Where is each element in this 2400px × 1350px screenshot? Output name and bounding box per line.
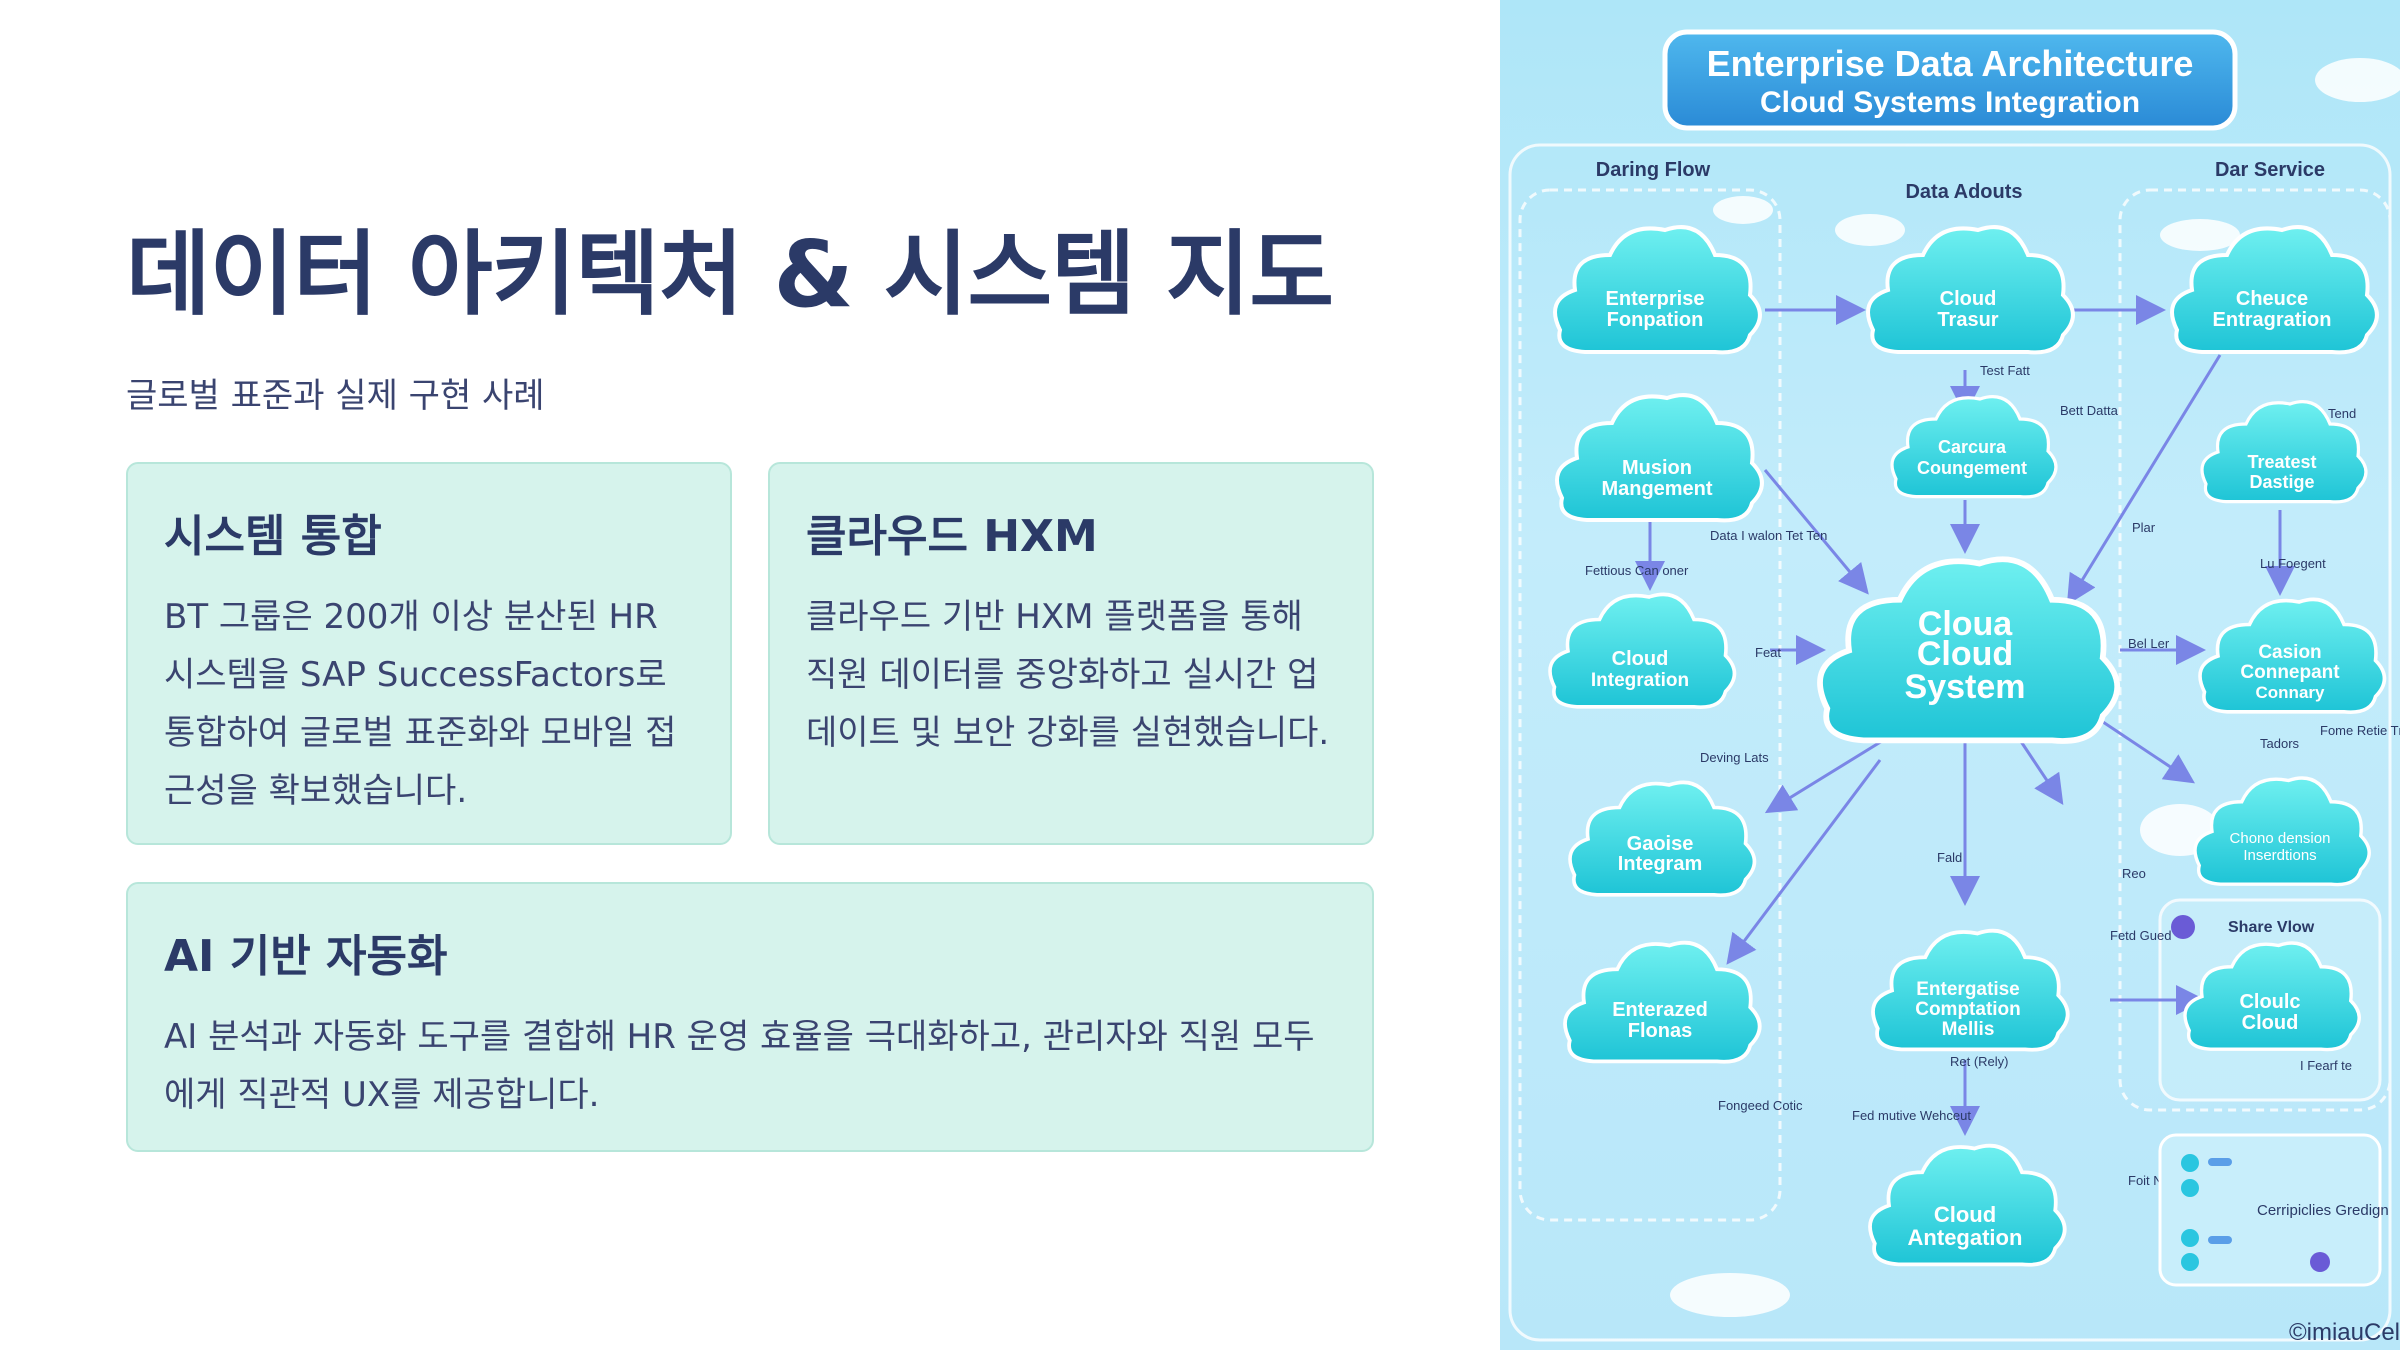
center-node-cloud-system: Cloua Cloud System [1820,559,2117,741]
diagram-node: Cloud Integration [1548,592,1737,709]
svg-text:Bett Datta: Bett Datta [2060,403,2119,418]
background-clouds [1670,58,2400,1317]
svg-text:Chono dension: Chono dension [2230,830,2331,847]
svg-text:Coungement: Coungement [1917,458,2027,478]
svg-text:Comptation: Comptation [1915,999,2021,1020]
connection-arrows [1635,295,2295,1136]
card-system-integration: 시스템 통합 BT 그룹은 200개 이상 분산된 HR 시스템을 SAP Su… [126,462,732,845]
svg-text:Inserdtions: Inserdtions [2243,847,2316,864]
svg-text:Cloud: Cloud [1917,635,2013,673]
svg-text:Entragration: Entragration [2213,309,2332,331]
svg-text:Dastige: Dastige [2249,472,2314,492]
card-heading: AI 기반 자동화 [164,931,448,982]
svg-text:Casion: Casion [2258,642,2321,663]
banner-subtitle: Cloud Systems Integration [1760,86,2140,119]
architecture-diagram-image: Enterprise Data Architecture Cloud Syste… [1500,0,2400,1350]
legend-panel: Cerripiclies Gredign [2158,1133,2389,1287]
svg-text:Data I walon Tet Ten: Data I walon Tet Ten [1710,528,1827,543]
svg-text:Feat: Feat [1755,645,1781,660]
svg-text:Bel Ler: Bel Ler [2128,636,2170,651]
svg-text:Enterprise: Enterprise [1606,288,1705,310]
svg-text:Enterazed: Enterazed [1612,999,1708,1021]
svg-text:Cloud: Cloud [1934,1202,1996,1227]
card-heading: 시스템 통합 [164,511,382,562]
card-cloud-hxm: 클라우드 HXM 클라우드 기반 HXM 플랫폼을 통해 직원 데이터를 중앙화… [768,462,1374,845]
watermark: ©imiauCel [2289,1319,2400,1346]
svg-text:Integration: Integration [1591,670,1689,691]
diagram-node: Enterprise Fonpation [1553,225,1762,355]
svg-text:System: System [1905,668,2026,706]
svg-text:Plar: Plar [2132,520,2156,535]
svg-text:Reo: Reo [2122,866,2146,881]
svg-text:Integram: Integram [1618,853,1702,875]
svg-text:Fonpation: Fonpation [1607,309,1704,331]
diagram-node: Entergatise Comptation Mellis [1871,928,2070,1052]
svg-text:Trasur: Trasur [1937,309,1998,331]
svg-text:Mellis: Mellis [1942,1019,1995,1040]
diagram-node: Casion Connepant Connary [2198,597,2387,714]
card-ai-automation: AI 기반 자동화 AI 분석과 자동화 도구를 결합해 HR 운영 효율을 극… [126,882,1374,1152]
svg-text:Gaoise: Gaoise [1627,833,1694,855]
svg-text:Mangement: Mangement [1601,478,1712,500]
svg-text:I Fearf te: I Fearf te [2300,1058,2352,1073]
svg-text:Fetd Gued: Fetd Gued [2110,928,2171,943]
diagram-node: Gaoise Integram [1568,780,1757,897]
diagram-banner: Enterprise Data Architecture Cloud Syste… [1662,29,2238,131]
slide-text-panel: 데이터 아키텍처 & 시스템 지도 글로벌 표준과 실제 구현 사례 시스템 통… [126,221,1374,1152]
page-subtitle: 글로벌 표준과 실제 구현 사례 [126,376,545,416]
svg-text:Lu Foegent: Lu Foegent [2260,556,2326,571]
svg-text:Tend: Tend [2328,406,2356,421]
svg-text:Cheuce: Cheuce [2236,288,2308,310]
column-header-right: Dar Service [2215,159,2325,181]
diagram-node: Musion Mangement [1555,393,1764,523]
banner-title: Enterprise Data Architecture [1707,43,2194,84]
card-body: 클라우드 기반 HXM 플랫폼을 통해 직원 데이터를 중앙화하고 실시간 업데… [806,597,1330,753]
svg-text:Entergatise: Entergatise [1916,979,2019,1000]
diagram-node: Cloulc Cloud [2183,941,2361,1052]
card-body: AI 분석과 자동화 도구를 결합해 HR 운영 효율을 극대화하고, 관리자와… [164,1017,1315,1115]
svg-text:Fald: Fald [1937,850,1962,865]
svg-text:Musion: Musion [1622,457,1692,479]
svg-text:Cloua: Cloua [1918,605,2014,643]
column-header-middle: Data Adouts [1905,181,2022,203]
svg-text:Antegation: Antegation [1908,1225,2023,1250]
svg-text:Test Fatt: Test Fatt [1980,363,2030,378]
svg-text:Fed mutive Wehceut: Fed mutive Wehceut [1852,1108,1971,1123]
svg-text:Cloulc: Cloulc [2239,991,2300,1013]
diagram-node: Treatest Dastige [2200,400,2368,504]
page-title: 데이터 아키텍처 & 시스템 지도 [126,221,1334,328]
svg-text:Ret (Rely): Ret (Rely) [1950,1054,2009,1069]
share-view-label: Share Vlow [2228,919,2315,936]
svg-text:Fettious Can oner: Fettious Can oner [1585,563,1689,578]
svg-text:Treatest: Treatest [2247,452,2316,472]
card-heading: 클라우드 HXM [806,511,1098,562]
card-body: BT 그룹은 200개 이상 분산된 HR 시스템을 SAP SuccessFa… [164,597,677,811]
diagram-node: Cheuce Entragration [2170,225,2379,355]
legend-text: Cerripiclies Gredign [2257,1202,2389,1219]
svg-text:Foit Nl: Foit Nl [2128,1173,2166,1188]
svg-text:Cloud: Cloud [1940,288,1997,310]
svg-text:Cloud: Cloud [2242,1012,2299,1034]
svg-text:Fongeed Cotic: Fongeed Cotic [1718,1098,1803,1113]
diagram-node: Carcura Coungement [1890,395,2058,499]
svg-text:Carcura: Carcura [1938,437,2007,457]
svg-text:Cloud: Cloud [1612,648,1669,670]
share-view-icon [2171,915,2195,939]
svg-text:Flonas: Flonas [1628,1020,1692,1042]
svg-text:Tadors: Tadors [2260,736,2300,751]
small-annotation-labels: Test Fatt Bett Datta Tend Fettious Can o… [1585,363,2400,1188]
diagram-node: Cloud Trasur [1866,225,2075,355]
svg-text:Connepant: Connepant [2240,662,2340,683]
svg-text:Connary: Connary [2256,683,2326,702]
column-header-left: Daring Flow [1596,159,1711,181]
diagram-node: Chono dension Inserdtions [2193,776,2371,887]
diagram-node: Enterazed Flonas [1563,940,1762,1064]
diagram-node: Cloud Antegation [1868,1143,2067,1267]
svg-text:Deving Lats: Deving Lats [1700,750,1769,765]
svg-text:Fome Retie Tnote: Fome Retie Tnote [2320,723,2400,738]
